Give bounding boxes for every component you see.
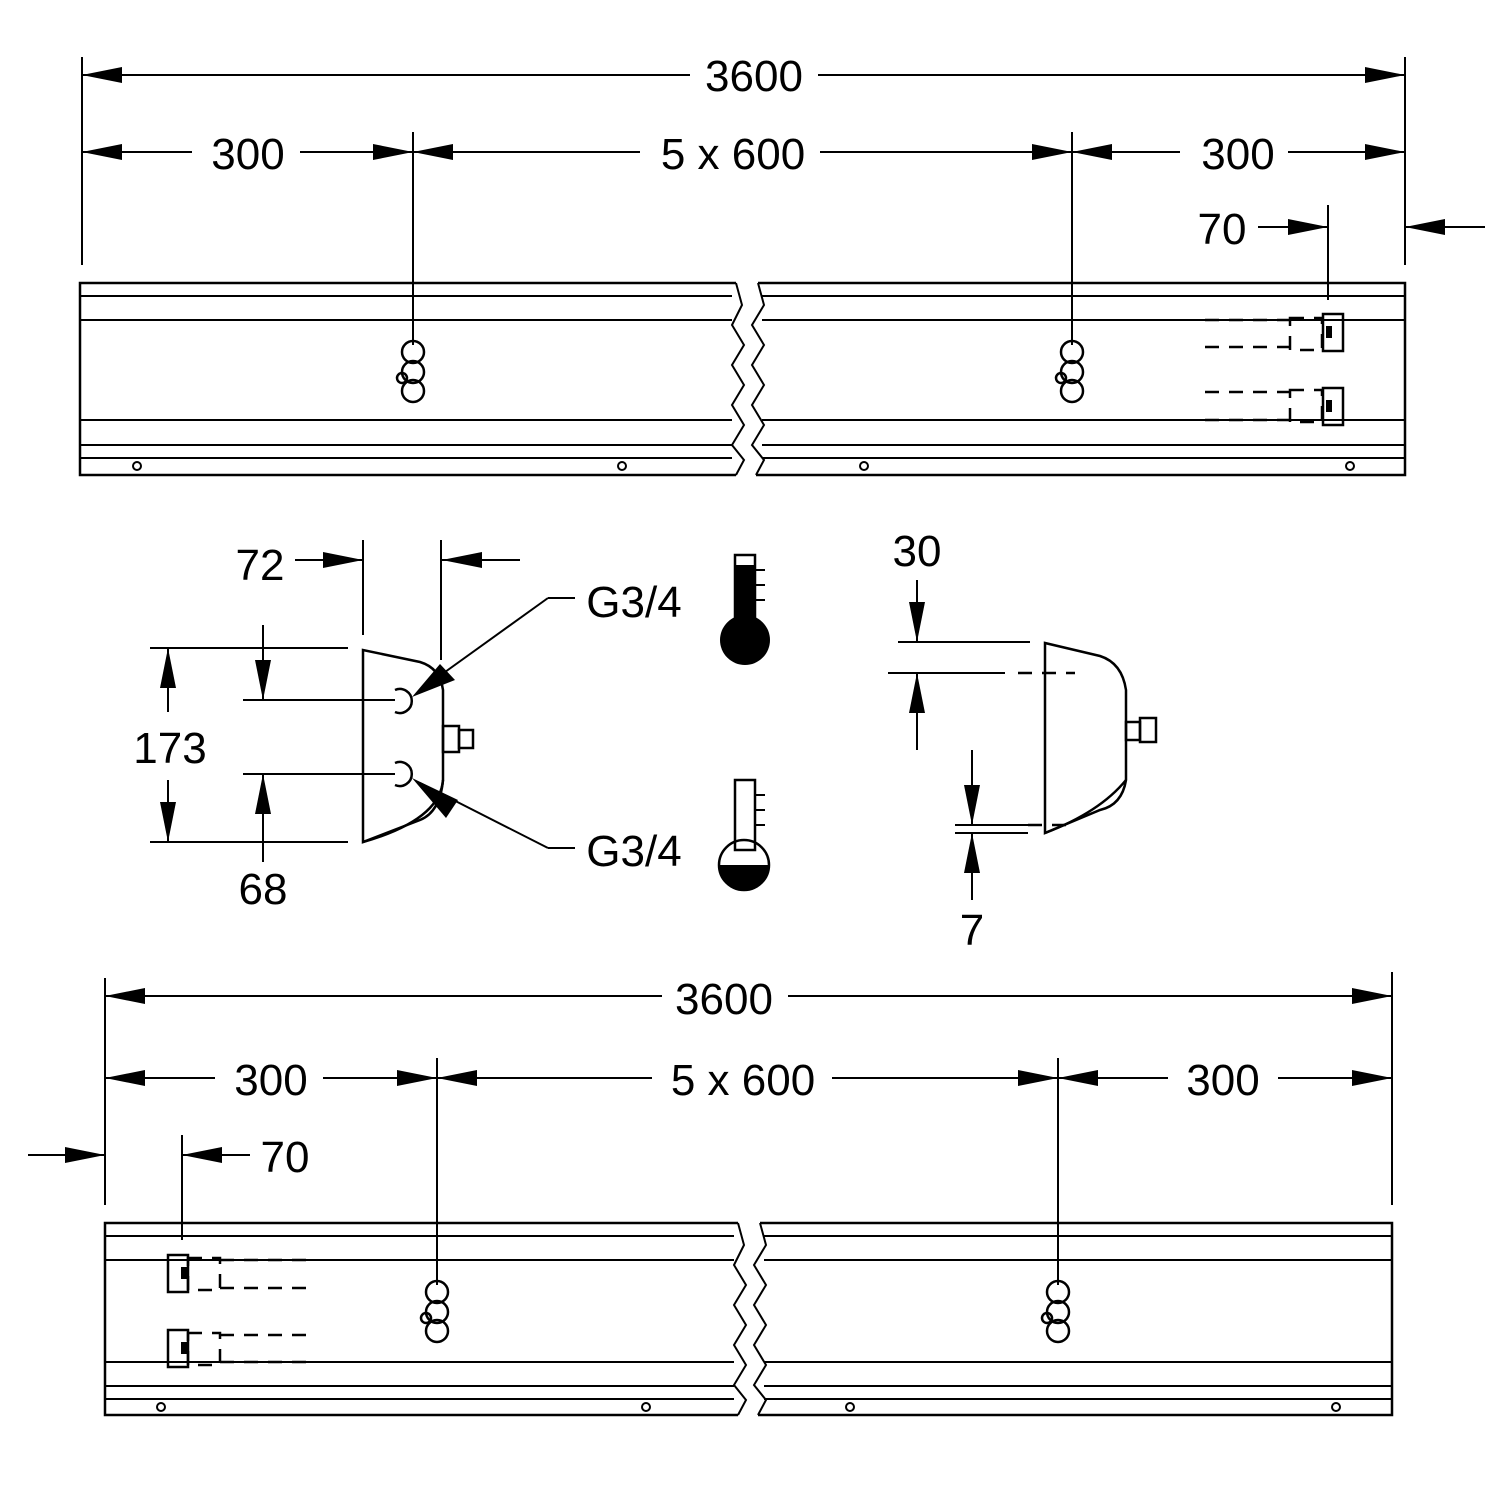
profile-section: 30 7	[888, 527, 1158, 955]
channel-right-segment	[758, 1221, 1394, 1417]
outlet-icon	[419, 1279, 450, 1344]
dim-overall-bottom: 3600	[105, 975, 1392, 1024]
break-line	[732, 1222, 748, 1416]
spacing-label: 68	[239, 865, 288, 914]
thermometer-hot-icon	[720, 553, 770, 665]
bottom-gap-label: 7	[960, 906, 984, 955]
top-gap-label: 30	[893, 527, 942, 576]
mounting-holes	[132, 461, 1355, 471]
top-elevation: 3600 300 5 x 600 300 70	[78, 52, 1485, 477]
dim-segments-bottom: 300 5 x 600 300	[105, 1056, 1392, 1105]
hidden-connection-upper	[166, 1253, 310, 1294]
dim-overall-top: 3600	[82, 52, 1405, 101]
middle-spacing-label: 5 x 600	[661, 130, 805, 179]
middle-spacing-label: 5 x 600	[671, 1056, 815, 1105]
overall-length-label: 3600	[705, 52, 803, 101]
thermometer-cold-icon	[717, 778, 771, 892]
connection-lower	[394, 760, 413, 788]
bottom-elevation: 3600 300 5 x 600 300 70	[28, 972, 1394, 1417]
offset-label: 70	[1198, 205, 1247, 254]
hidden-connection-lower	[1205, 386, 1345, 427]
channel-left-segment	[78, 281, 736, 477]
left-end-label: 300	[234, 1056, 307, 1105]
break-line	[730, 282, 746, 476]
valve-icon	[441, 724, 461, 754]
outlet-icon	[395, 339, 426, 404]
overall-length-label: 3600	[675, 975, 773, 1024]
outlet-icon	[1054, 339, 1085, 404]
channel-left-segment	[103, 1221, 738, 1417]
right-end-label: 300	[1201, 130, 1274, 179]
offset-label: 70	[261, 1133, 310, 1182]
dim-offset-top: 70	[1198, 205, 1485, 254]
channel-right-segment	[756, 281, 1407, 477]
break-line	[750, 282, 766, 476]
break-line	[752, 1222, 768, 1416]
thread-upper-label: G3/4	[586, 578, 681, 627]
outlet-icon	[1040, 1279, 1071, 1344]
side-section: 72 173 68 G3	[133, 540, 682, 914]
dim-segments-top: 300 5 x 600 300	[82, 130, 1405, 179]
right-end-label: 300	[1186, 1056, 1259, 1105]
depth-label: 72	[236, 541, 285, 590]
hidden-connection-lower	[166, 1328, 310, 1369]
mounting-holes	[156, 1402, 1341, 1412]
connection-upper	[394, 687, 413, 715]
height-label: 173	[133, 724, 206, 773]
thread-lower-label: G3/4	[586, 827, 681, 876]
dim-offset-bottom: 70	[28, 1133, 309, 1182]
hidden-connection-upper	[1205, 312, 1345, 353]
left-end-label: 300	[211, 130, 284, 179]
